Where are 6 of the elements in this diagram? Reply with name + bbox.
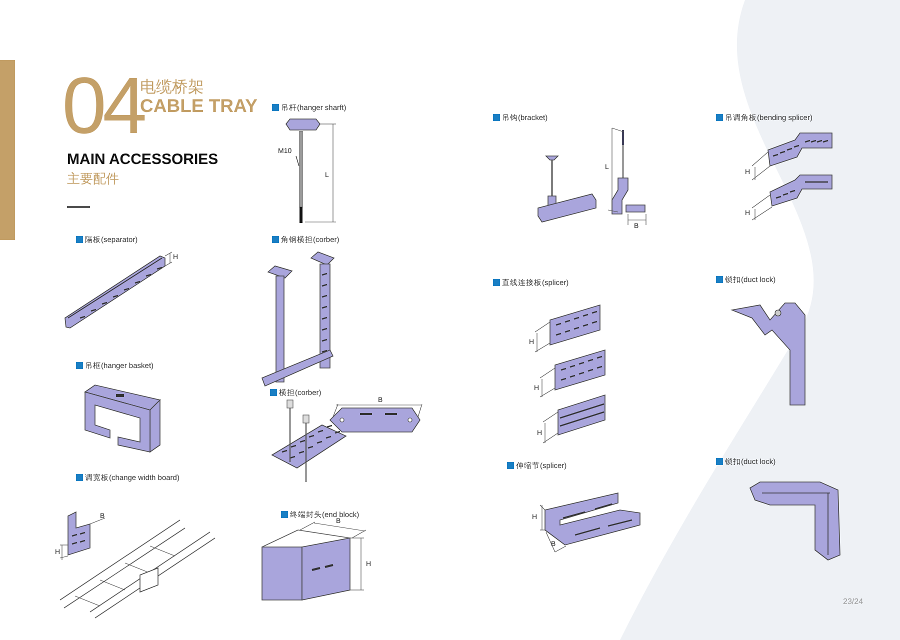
- page-number: 23/24: [843, 598, 864, 606]
- heading: MAIN ACCESSORIES: [67, 152, 218, 167]
- heading: 电缆桥架: [140, 80, 204, 96]
- section-number: 04: [62, 66, 143, 146]
- subheading: 主要配件: [67, 172, 119, 185]
- leader-line: [296, 156, 300, 166]
